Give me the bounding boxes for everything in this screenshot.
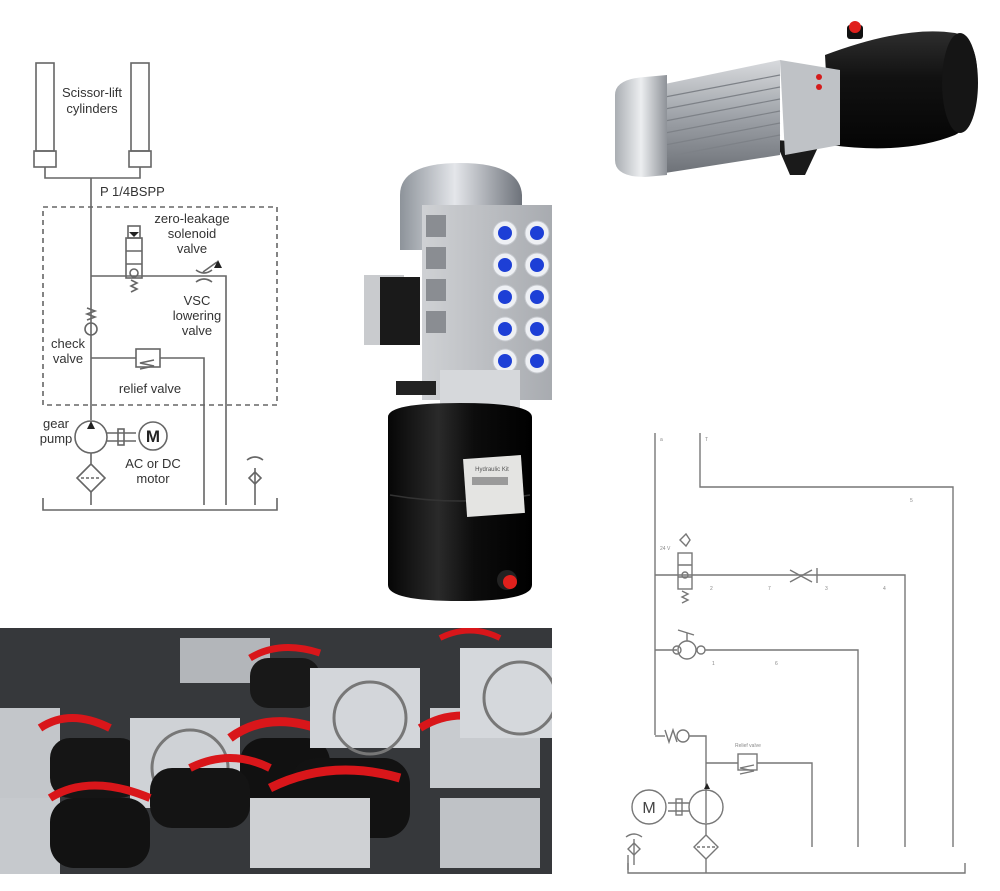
svg-text:valve: valve [53,351,83,366]
motor-label: AC or DC [125,456,181,471]
svg-text:a: a [660,437,663,443]
solenoid-valve-symbol [677,552,693,590]
solenoid-tag: 24 V [660,546,671,552]
production-line-photo [0,628,552,874]
port-label: P 1/4BSPP [100,184,165,199]
svg-text:pump: pump [40,431,73,446]
svg-text:5: 5 [910,498,913,504]
cylinders-label: Scissor-lift [62,85,122,100]
blue-fittings [492,220,550,374]
horizontal-power-unit-photo [605,15,985,185]
svg-text:4: 4 [883,586,886,592]
svg-text:6: 6 [775,661,778,667]
cylinder-right [130,62,150,152]
power-unit-circuit-schematic: M 24 V Relief valve a T 2 7 3 4 5 1 6 [620,425,980,875]
tank-label: Hydraulic Kit [475,467,509,473]
svg-text:lowering: lowering [173,308,221,323]
svg-text:7: 7 [768,586,771,592]
svg-text:solenoid: solenoid [168,226,216,241]
motor-symbol [631,789,667,825]
svg-text:cylinders: cylinders [66,101,118,116]
svg-text:3: 3 [825,586,828,592]
vsc-valve-label: VSC [184,293,211,308]
relief-valve-label: relief valve [119,381,181,396]
svg-text:valve: valve [177,241,207,256]
vertical-power-unit-photo: Hydraulic Kit [360,155,570,605]
motor-symbol: M [146,427,160,446]
relief-tag: Relief valve [735,743,761,749]
svg-text:valve: valve [182,323,212,338]
svg-text:1: 1 [712,661,715,667]
check-valve-label: check [51,336,85,351]
svg-text:2: 2 [710,586,713,592]
cylinder-left [35,62,55,152]
svg-text:M: M [642,800,655,817]
svg-text:T: T [705,437,708,443]
solenoid-valve-label: zero-leakage [154,211,229,226]
svg-text:motor: motor [136,471,170,486]
scissor-lift-hydraulic-schematic: Scissor-lift cylinders P 1/4BSPP zero-le… [0,0,300,520]
gear-pump-label: gear [43,416,70,431]
